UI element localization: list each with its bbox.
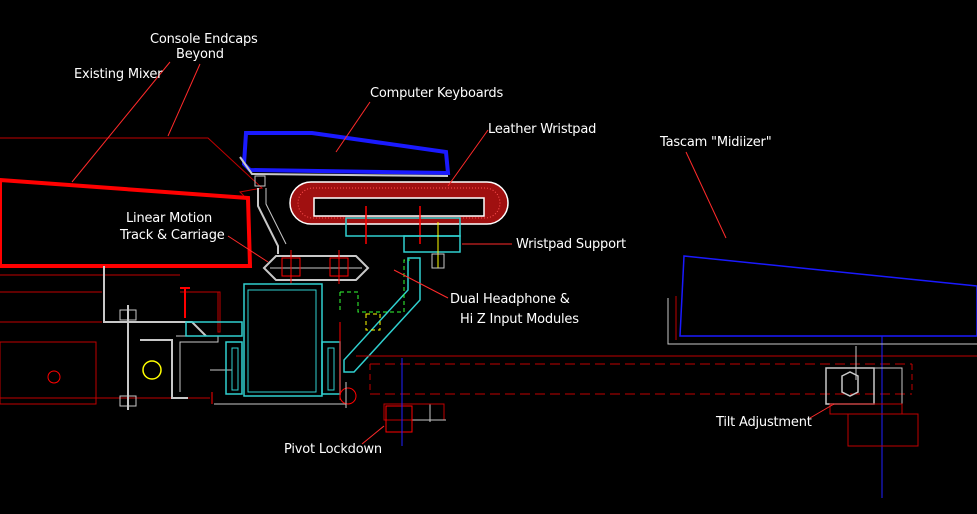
label-computer-keyboards: Computer Keyboards bbox=[370, 86, 503, 101]
module-housing-drawing bbox=[185, 283, 346, 405]
label-wristpad-support: Wristpad Support bbox=[516, 237, 626, 252]
wristpad-support-drawing bbox=[343, 206, 461, 373]
centerlines bbox=[401, 336, 883, 498]
label-existing-mixer: Existing Mixer bbox=[74, 67, 163, 82]
label-dual-headphone-line1: Dual Headphone & bbox=[450, 292, 570, 307]
annotation-labels: Console Endcaps Beyond Existing Mixer Co… bbox=[74, 32, 812, 457]
label-console-endcaps-line2: Beyond bbox=[176, 47, 224, 62]
mixer-support-bracket bbox=[103, 266, 232, 410]
label-dual-headphone-line2: Hi Z Input Modules bbox=[460, 312, 579, 327]
label-pivot-lockdown: Pivot Lockdown bbox=[284, 442, 382, 457]
tilt-adjustment-drawing bbox=[825, 367, 919, 447]
label-linear-motion-line2: Track & Carriage bbox=[119, 228, 225, 243]
label-tilt-adjustment: Tilt Adjustment bbox=[715, 415, 812, 430]
leader-lines bbox=[71, 61, 835, 445]
label-tascam-midiizer: Tascam "Midiizer" bbox=[659, 135, 771, 150]
module-outline-dashed bbox=[339, 259, 410, 331]
leather-wristpad-drawing bbox=[289, 181, 509, 225]
label-linear-motion-line1: Linear Motion bbox=[126, 211, 212, 226]
computer-keyboard-drawing bbox=[239, 131, 451, 254]
base-frame-drawing bbox=[211, 355, 977, 433]
label-console-endcaps-line1: Console Endcaps bbox=[150, 32, 258, 47]
existing-mixer bbox=[0, 137, 264, 405]
linear-motion-track-drawing bbox=[262, 250, 370, 284]
tascam-midiizer-drawing bbox=[667, 255, 977, 380]
label-leather-wristpad: Leather Wristpad bbox=[488, 122, 596, 137]
